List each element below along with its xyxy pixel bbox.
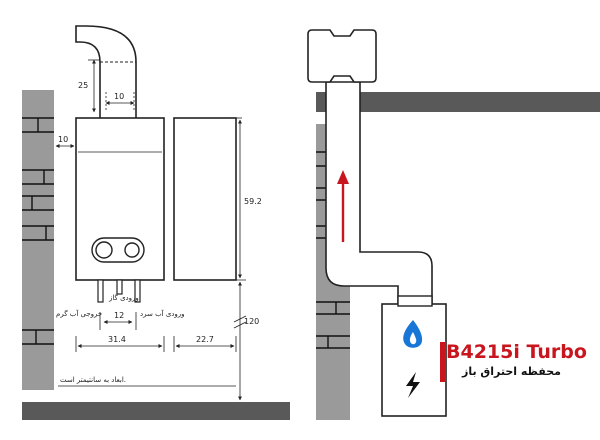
units-note: ابعاد به سانتیمتر است. bbox=[60, 376, 126, 384]
label-hot-water-outlet: خروجی آب گرم bbox=[56, 309, 102, 318]
dim-floor-clearance: 120 bbox=[244, 317, 259, 326]
flame-icon bbox=[403, 320, 423, 348]
dim-total-width: 31.4 bbox=[108, 335, 126, 344]
label-cold-water-inlet: ورودی آب سرد bbox=[140, 309, 185, 318]
dim-front-width: 12 bbox=[114, 311, 124, 320]
dim-flue-width: 10 bbox=[114, 92, 124, 101]
control-knobs bbox=[91, 237, 145, 263]
flue-cap bbox=[307, 29, 377, 83]
product-model: B4215i Turbo bbox=[446, 341, 587, 363]
dim-heater-height: 59.2 bbox=[244, 197, 262, 206]
lightning-bolt-icon bbox=[406, 372, 420, 398]
flue-pipe bbox=[75, 25, 137, 118]
accent-bar bbox=[440, 342, 445, 382]
dim-wall-gap: 10 bbox=[58, 135, 68, 144]
product-subtitle: محفظه احتراق باز bbox=[462, 365, 561, 378]
heater-front bbox=[75, 117, 165, 303]
heater-side bbox=[173, 117, 237, 281]
heater-unit bbox=[381, 295, 447, 417]
left-wall bbox=[22, 90, 54, 390]
label-gas-inlet: ورودی گاز bbox=[108, 293, 139, 302]
dim-flue-height: 25 bbox=[78, 81, 88, 90]
floor bbox=[22, 402, 290, 420]
dim-depth: 22.7 bbox=[196, 335, 214, 344]
ceiling-slab bbox=[316, 92, 600, 112]
exhaust-arrow bbox=[337, 170, 349, 242]
